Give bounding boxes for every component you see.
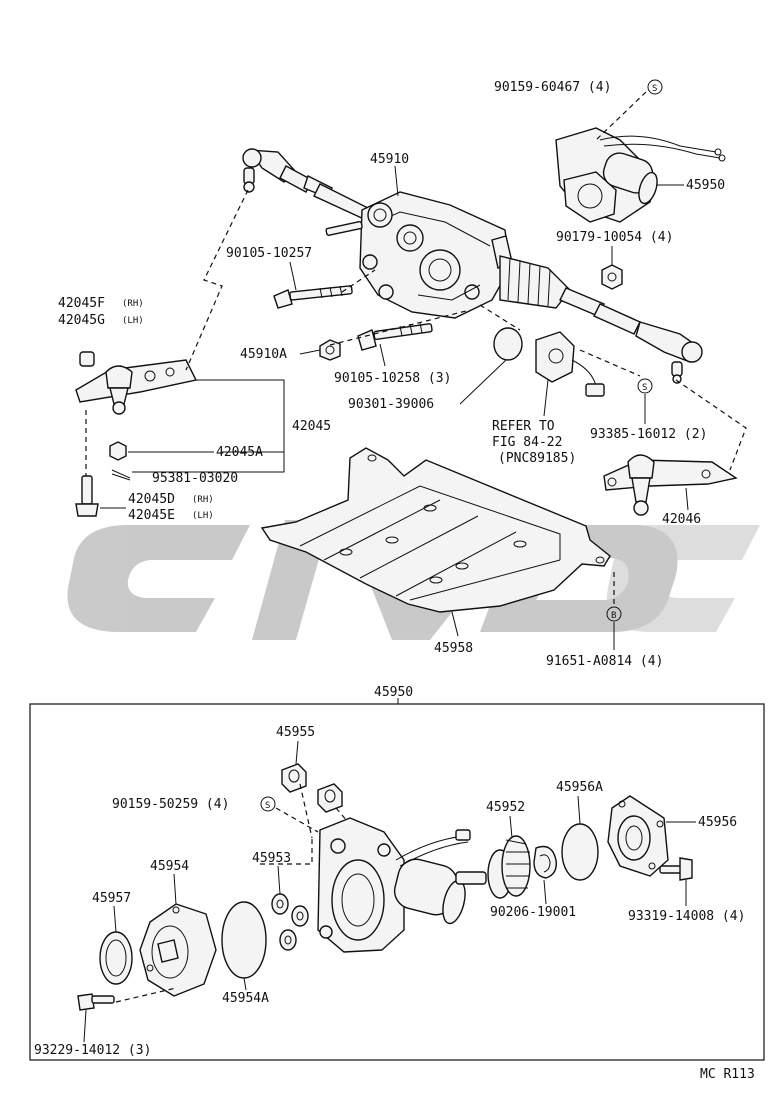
knuckle-arm-left bbox=[75, 351, 198, 415]
label-refer-3: (PNC89185) bbox=[498, 451, 576, 466]
gasket-45954A bbox=[221, 901, 267, 979]
bolt-93319 bbox=[659, 857, 693, 881]
bolt-93229 bbox=[77, 993, 115, 1011]
label-95381-03020: 95381-03020 bbox=[152, 471, 238, 486]
label-b-mark: B bbox=[611, 611, 616, 621]
exploded-view-frame bbox=[29, 703, 765, 1061]
bolt-90105-10258 bbox=[357, 322, 433, 351]
gasket-45956A bbox=[561, 823, 599, 881]
label-refer-2: FIG 84-22 bbox=[492, 435, 562, 450]
label-90159-60467: 90159-60467 (4) bbox=[494, 80, 611, 95]
label-93229-14012: 93229-14012 (3) bbox=[34, 1043, 151, 1058]
b-circle bbox=[606, 606, 622, 622]
label-93319-14008: 93319-14008 (4) bbox=[628, 909, 745, 924]
label-s-mid: S bbox=[642, 383, 647, 393]
oring-90301-39006 bbox=[493, 327, 523, 361]
exploded-parts bbox=[77, 763, 693, 1011]
label-s-box: S bbox=[265, 801, 270, 811]
label-42045G: 42045G bbox=[58, 313, 105, 328]
label-rh-1: (RH) bbox=[122, 299, 144, 309]
label-90159-50259: 90159-50259 (4) bbox=[112, 797, 229, 812]
nut-90179-10054 bbox=[601, 264, 623, 290]
label-42045E: 42045E bbox=[128, 508, 175, 523]
label-45952: 45952 bbox=[486, 800, 525, 815]
cover-45954 bbox=[139, 903, 217, 997]
s-circle-top bbox=[647, 79, 663, 95]
motor-top bbox=[555, 127, 726, 223]
label-42045A: 42045A bbox=[216, 445, 263, 460]
label-42045D: 42045D bbox=[128, 492, 175, 507]
label-90105-10257: 90105-10257 bbox=[226, 246, 312, 261]
sensor-refer bbox=[535, 331, 605, 397]
circlip-90206 bbox=[533, 845, 557, 879]
label-90301-39006: 90301-39006 bbox=[348, 397, 434, 412]
dash-bolt-line bbox=[329, 269, 471, 346]
nut-42045A bbox=[109, 441, 127, 461]
diagram-code: MC R113 bbox=[700, 1067, 755, 1082]
label-42045F: 42045F bbox=[58, 296, 105, 311]
dash-tie-rod-left bbox=[185, 189, 249, 371]
upper-labels: 90159-60467 (4) S 45910 45950 90105-1025… bbox=[58, 79, 725, 669]
label-45955: 45955 bbox=[276, 725, 315, 740]
lower-labels: 45955 90159-50259 (4) S 45952 45956A 459… bbox=[34, 725, 745, 1058]
label-45953: 45953 bbox=[252, 851, 291, 866]
label-90206-19001: 90206-19001 bbox=[490, 905, 576, 920]
bolt-42045D bbox=[75, 475, 99, 517]
label-refer-1: REFER TO bbox=[492, 419, 555, 434]
dash-s-top bbox=[595, 91, 647, 141]
gear-45952 bbox=[455, 835, 531, 899]
label-45957: 45957 bbox=[92, 891, 131, 906]
steering-gear-housing bbox=[325, 191, 513, 319]
label-45956A: 45956A bbox=[556, 780, 603, 795]
label-45910: 45910 bbox=[370, 152, 409, 167]
label-42046: 42046 bbox=[662, 512, 701, 527]
label-45950-box: 45950 bbox=[374, 685, 413, 700]
watermark-c bbox=[67, 525, 250, 632]
s-circle-mid bbox=[637, 378, 653, 394]
bolt-90105-10257 bbox=[273, 285, 353, 309]
label-93385-16012: 93385-16012 (2) bbox=[590, 427, 707, 442]
label-45958: 45958 bbox=[434, 641, 473, 656]
knuckle-arm-right bbox=[603, 454, 738, 516]
skid-plate bbox=[260, 447, 611, 613]
watermark-c2 bbox=[606, 525, 760, 632]
s-circle-box bbox=[260, 796, 276, 812]
seal-45957 bbox=[99, 931, 133, 985]
label-45910A: 45910A bbox=[240, 347, 287, 362]
label-45954: 45954 bbox=[150, 859, 189, 874]
cotter-pin-95381 bbox=[111, 469, 131, 481]
label-42045: 42045 bbox=[292, 419, 331, 434]
label-s-top: S bbox=[652, 84, 657, 94]
bushing-45955 bbox=[281, 763, 343, 813]
label-90105-10258: 90105-10258 (3) bbox=[334, 371, 451, 386]
dash-sensor bbox=[479, 304, 641, 377]
label-lh-1: (LH) bbox=[122, 316, 144, 326]
label-45950-top: 45950 bbox=[686, 178, 725, 193]
label-45954A: 45954A bbox=[222, 991, 269, 1006]
label-45956: 45956 bbox=[698, 815, 737, 830]
dash-tie-rod-right bbox=[675, 379, 747, 471]
motor-housing bbox=[317, 817, 471, 953]
tie-rod-end-right bbox=[635, 321, 703, 384]
tie-rod-end-left bbox=[242, 148, 373, 221]
label-lh-2: (LH) bbox=[192, 511, 214, 521]
nut-45910A bbox=[319, 339, 341, 361]
gears-45953 bbox=[271, 893, 309, 951]
label-91651-A0814: 91651-A0814 (4) bbox=[546, 654, 663, 669]
label-90179-10054: 90179-10054 (4) bbox=[556, 230, 673, 245]
label-rh-2: (RH) bbox=[192, 495, 214, 505]
bellows-boot bbox=[499, 255, 641, 335]
cover-45956 bbox=[607, 795, 669, 877]
